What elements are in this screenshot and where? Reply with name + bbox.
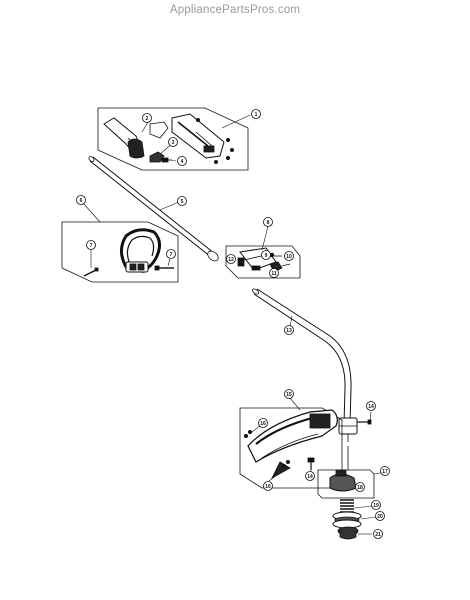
trigger-part [149,121,169,139]
small-fastener [161,157,169,163]
callout-bubble [284,325,294,335]
callout-bubble [355,482,365,492]
callout-2: 2 [146,116,149,122]
callout-17: 17 [382,469,388,475]
panel-outline-8 [225,245,301,279]
handle-loop [120,228,161,274]
callout-5: 5 [181,199,184,205]
guard-screw [285,459,290,464]
callout-bubble [263,481,273,491]
line-cutter [271,461,291,479]
callout-bubble [251,109,261,119]
callout-bubble [177,156,187,166]
spool-housing [329,473,357,492]
callout-16-upper: 16 [260,421,266,427]
callout-bubble [168,137,178,147]
callout-21: 21 [375,532,381,538]
site-watermark: AppliancePartsPros.com [169,4,301,16]
callout-bubble [375,511,385,521]
callout-4: 4 [181,159,184,165]
handle-half-right [171,113,225,159]
shaft-end [207,250,219,262]
callout-20: 20 [377,514,383,520]
coupler-body [239,247,277,271]
callout-12: 12 [228,257,234,263]
callout-bubble [76,195,86,205]
guard-bolt [307,457,315,463]
callout-bubble [284,389,294,399]
guard-screw [247,429,252,434]
callout-3: 3 [172,140,175,146]
callout-bubble [269,268,279,278]
panel-outline-6 [61,221,179,283]
callout-16-lower: 16 [265,484,271,490]
upper-housing-assembly [97,107,251,171]
callout-bubble [258,418,268,428]
callout-bubble [305,471,315,481]
lower-curved-shaft [251,288,372,442]
screw [213,159,218,164]
callout-bubble [371,500,381,510]
callout-bubble [263,217,273,227]
callout-14-guard: 14 [307,474,313,480]
shaft-coupler-assembly [225,225,301,279]
callout-19: 19 [373,503,379,509]
callout-bubble [373,529,383,539]
callout-18: 18 [357,485,363,491]
callout-bubble [166,249,176,259]
callout-bubble [366,401,376,411]
bolt-left [83,269,97,277]
callout-13: 13 [286,328,292,334]
panel-outline-17 [317,469,375,499]
callout-bubble [142,113,152,123]
screw [229,147,234,152]
callout-bubble [226,254,236,264]
screw [225,137,230,142]
guard-screw [281,463,286,468]
callout-8: 8 [267,220,270,226]
callout-6: 6 [80,198,83,204]
callout-bubble [177,196,187,206]
callout-bubble [86,240,96,250]
callout-bubble [380,466,390,476]
cutting-guard-assembly [239,397,343,489]
guard-screw [243,433,248,438]
bump-knob [337,526,372,540]
panel-outline-1 [97,107,249,171]
screw [195,118,200,123]
callout-9: 9 [265,253,268,259]
callout-7-left: 7 [90,243,93,249]
callout-11: 11 [271,271,277,277]
switch-shield [127,138,145,159]
spool-spring [340,499,373,516]
callout-14: 14 [368,404,374,410]
callout-bubble [284,251,294,261]
callout-10: 10 [286,254,292,260]
spool-housing-assembly [317,446,387,499]
callout-7-right: 7 [170,252,173,258]
screw [225,155,230,160]
line-spool [332,511,377,529]
callout-bubble [261,250,271,260]
callout-1: 1 [255,112,258,118]
auxiliary-handle-assembly [61,202,179,283]
callout-15: 15 [286,392,292,398]
